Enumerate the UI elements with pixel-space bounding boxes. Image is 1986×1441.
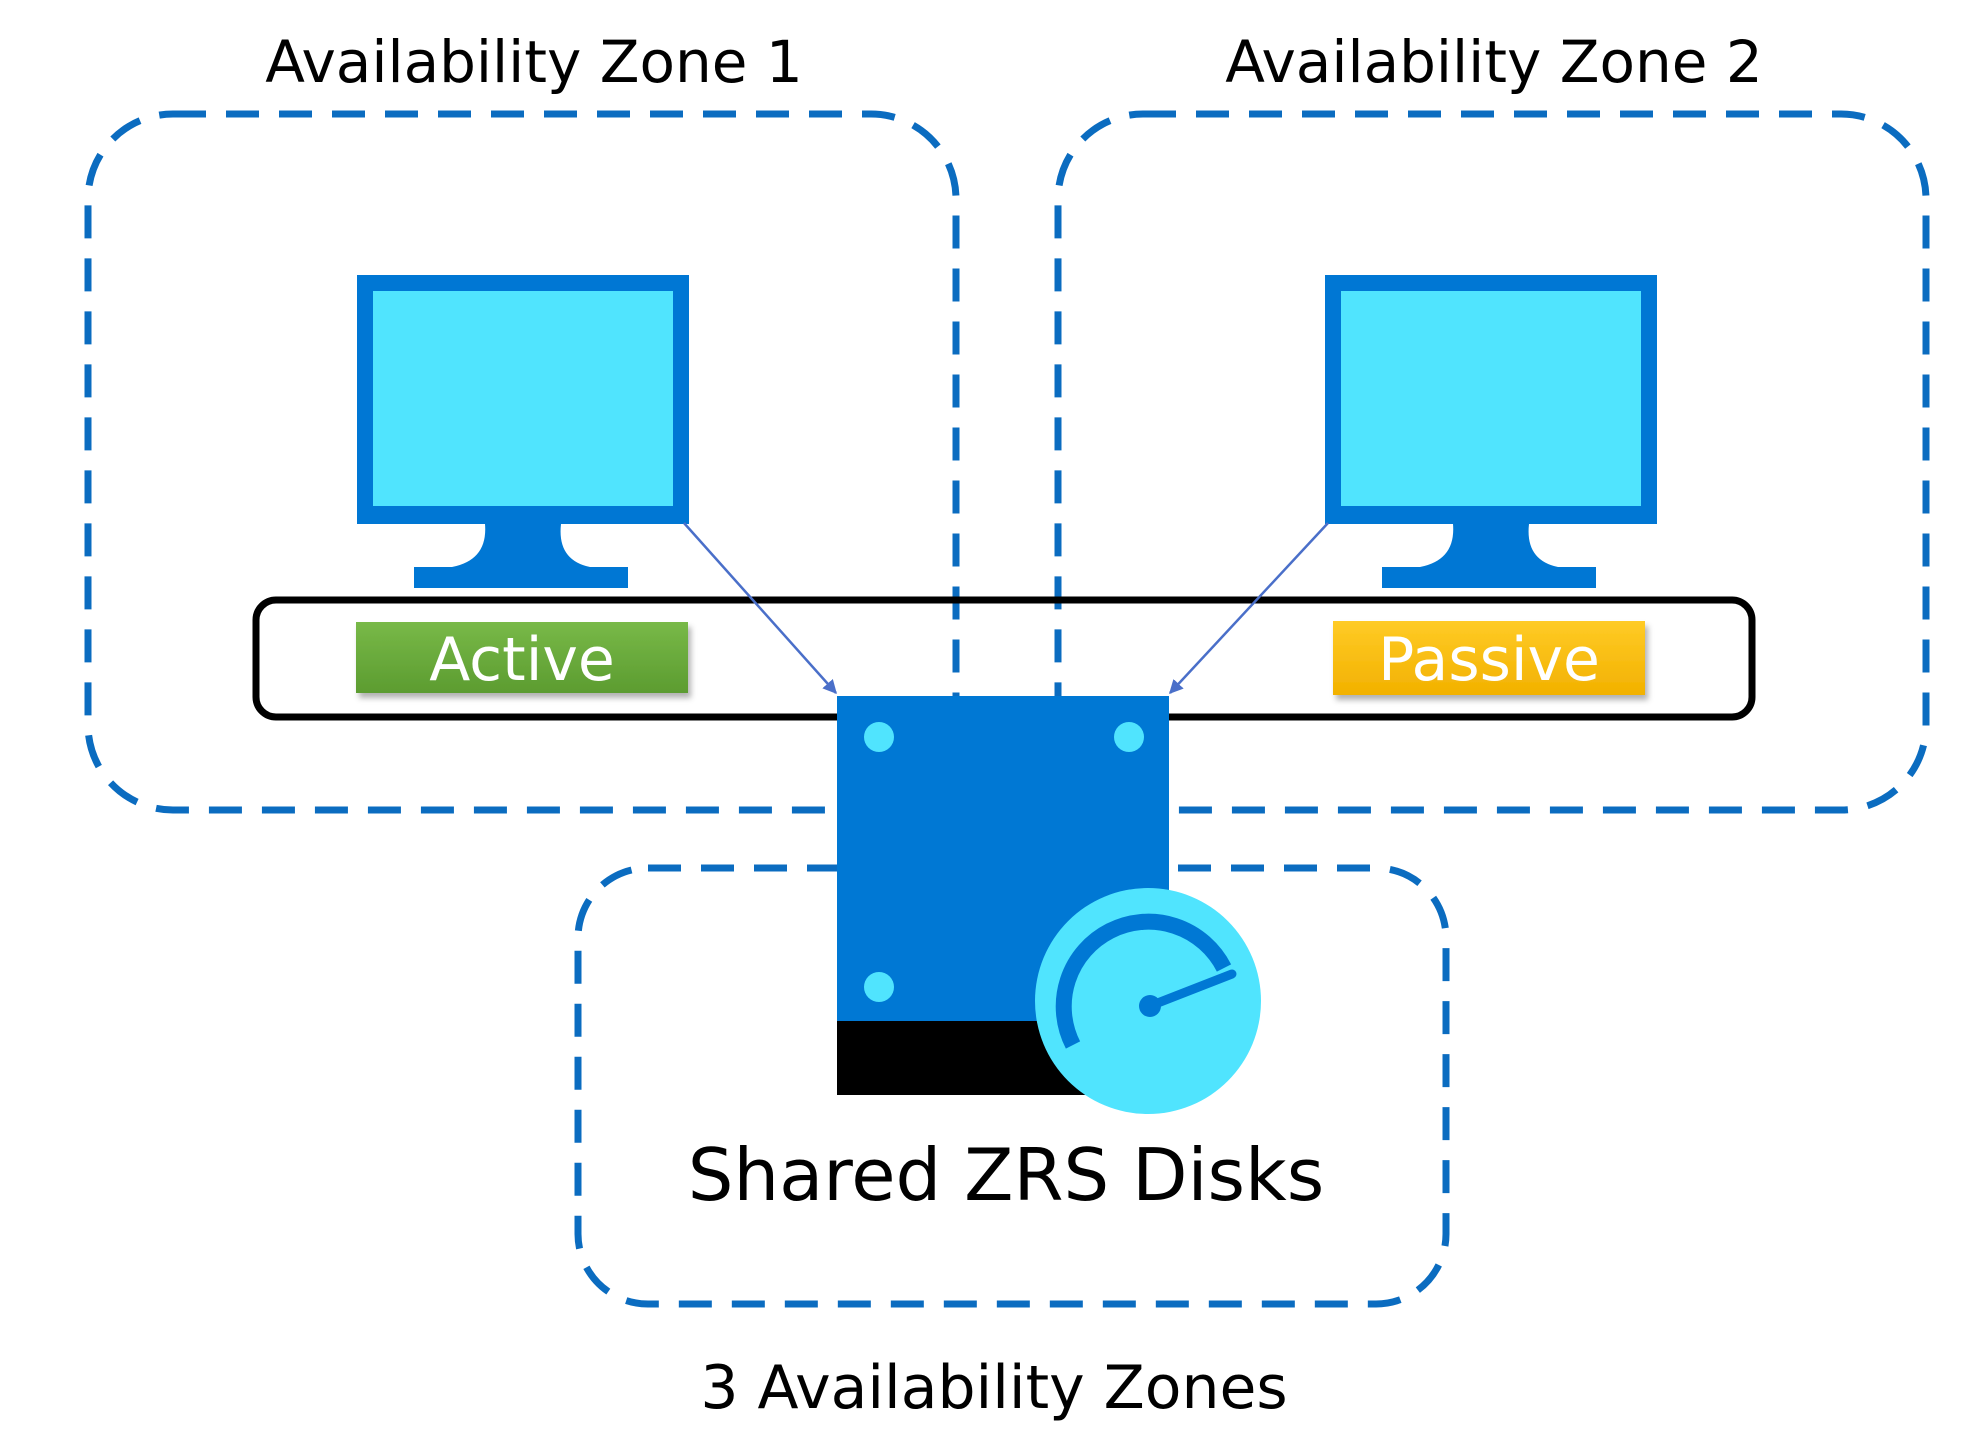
active-to-disk-arrow (683, 522, 837, 695)
availability-zone-1-box (84, 110, 960, 814)
active-badge: Active (356, 622, 688, 695)
passive-badge-label: Passive (1378, 625, 1600, 695)
availability-zone-1-title: Availability Zone 1 (265, 28, 803, 96)
availability-zones-count-label: 3 Availability Zones (700, 1353, 1287, 1423)
gauge-icon (1035, 888, 1261, 1114)
monitor-icon (357, 275, 689, 588)
availability-zone-2-box (1054, 110, 1930, 814)
availability-zone-2-title: Availability Zone 2 (1225, 28, 1763, 96)
shared-disks-label: Shared ZRS Disks (688, 1133, 1324, 1217)
availability-zone-3-box (574, 864, 1450, 1308)
active-badge-label: Active (429, 625, 615, 695)
passive-to-disk-arrow (1169, 522, 1329, 695)
monitor-icon (1325, 275, 1657, 588)
passive-badge: Passive (1333, 621, 1645, 695)
